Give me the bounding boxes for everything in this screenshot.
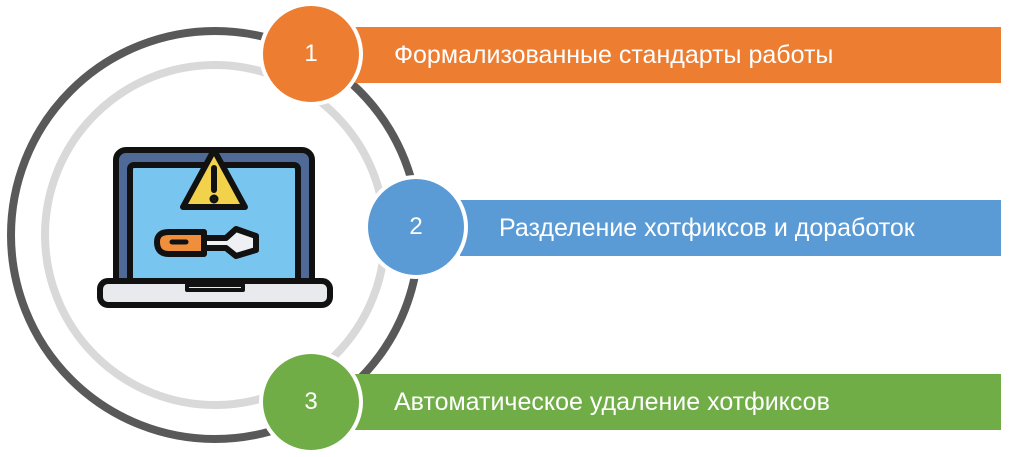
step-label-1: Формализованные стандарты работы: [394, 40, 834, 69]
bar-1-bg: [355, 27, 1001, 83]
bar-2-bg: [460, 200, 1001, 256]
circle-1: [259, 2, 363, 106]
step-number-2: 2: [409, 213, 423, 240]
step-number-3: 3: [304, 388, 318, 415]
bar-3-bg: [355, 374, 1001, 430]
step-number-1: 1: [304, 40, 318, 67]
circle-3: [259, 350, 363, 454]
step-label-2: Разделение хотфиксов и доработок: [499, 213, 915, 242]
step-label-3: Автоматическое удаление хотфиксов: [394, 387, 830, 416]
circle-2: [364, 175, 468, 279]
laptop-warning-screwdriver-icon: [97, 147, 333, 308]
